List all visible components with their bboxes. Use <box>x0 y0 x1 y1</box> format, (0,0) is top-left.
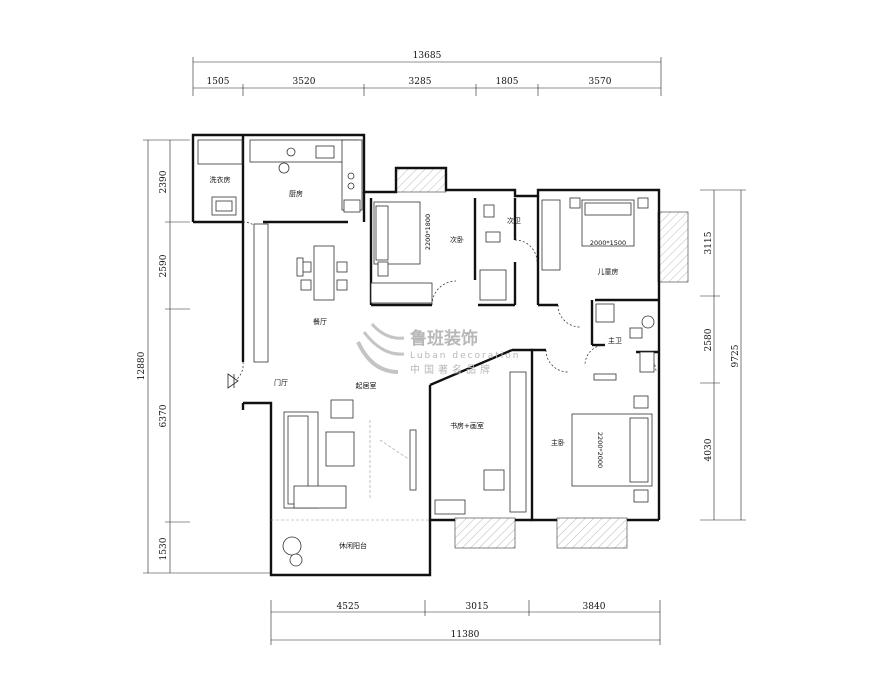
watermark-logo-icon <box>356 322 405 374</box>
room-label-entrance: 门厅 <box>274 378 288 387</box>
room-label-second-bath: 次卫 <box>507 216 521 225</box>
room-label-study: 书房+画室 <box>450 421 484 430</box>
right-dimensions: 3115 2580 4030 9725 <box>700 189 746 521</box>
watermark-brand: 鲁班装饰 <box>410 328 478 349</box>
left-total-dim: 12880 <box>137 351 147 380</box>
bottom-dim-1: 4525 <box>337 602 360 612</box>
top-dim-4: 1805 <box>496 77 519 87</box>
watermark-slogan: 中国著名品牌 <box>410 363 494 376</box>
bottom-dim-3: 3840 <box>583 602 606 612</box>
room-label-children: 儿童房 <box>598 267 619 276</box>
room-label-balcony: 休闲阳台 <box>339 541 367 550</box>
entrance-arrow-icon <box>227 373 239 389</box>
bottom-dim-2: 3015 <box>466 602 489 612</box>
furniture <box>197 139 655 567</box>
bed-size-second: 2200*1800 <box>424 214 432 250</box>
left-dim-1: 2390 <box>159 170 169 193</box>
right-total-dim: 9725 <box>731 344 741 367</box>
room-labels: 洗衣房 厨房 次卧 次卫 儿童房 餐厅 门厅 起居室 书房+画室 主卫 主卧 休… <box>210 175 623 550</box>
top-dim-3: 3285 <box>409 77 432 87</box>
room-label-second-bedroom: 次卧 <box>450 235 464 244</box>
top-dim-2: 3520 <box>293 77 316 87</box>
top-dimensions: 13685 1505 3520 3285 1805 3570 <box>192 51 662 96</box>
room-label-master-bedroom: 主卧 <box>551 438 565 447</box>
right-dim-2: 2580 <box>704 328 714 351</box>
room-label-laundry: 洗衣房 <box>210 175 231 184</box>
bed-labels: 2200*1800 2000*1500 2200*2000 <box>424 214 626 468</box>
watermark-english: Luban decoration <box>410 351 521 361</box>
top-total-dim: 13685 <box>413 51 442 61</box>
room-label-dining: 餐厅 <box>313 317 327 326</box>
top-dim-1: 1505 <box>207 77 230 87</box>
room-label-living: 起居室 <box>356 381 377 390</box>
bed-size-children: 2000*1500 <box>590 239 626 247</box>
top-dim-5: 3570 <box>589 77 612 87</box>
bottom-total-dim: 11380 <box>451 630 480 640</box>
walls <box>191 133 661 577</box>
left-dimensions: 12880 2390 2590 6370 1530 <box>137 139 270 574</box>
bed-size-master: 2200*2000 <box>596 432 604 468</box>
left-dim-2: 2590 <box>159 254 169 277</box>
room-label-kitchen: 厨房 <box>289 189 303 198</box>
windows <box>395 167 689 549</box>
right-dim-1: 3115 <box>704 231 714 254</box>
left-dim-3: 6370 <box>159 404 169 427</box>
room-label-master-bath: 主卫 <box>608 336 622 345</box>
watermark: 鲁班装饰 Luban decoration 中国著名品牌 <box>356 322 521 376</box>
left-dim-4: 1530 <box>159 537 169 560</box>
right-dim-3: 4030 <box>704 438 714 461</box>
bottom-dimensions: 4525 3015 3840 11380 <box>270 600 661 645</box>
